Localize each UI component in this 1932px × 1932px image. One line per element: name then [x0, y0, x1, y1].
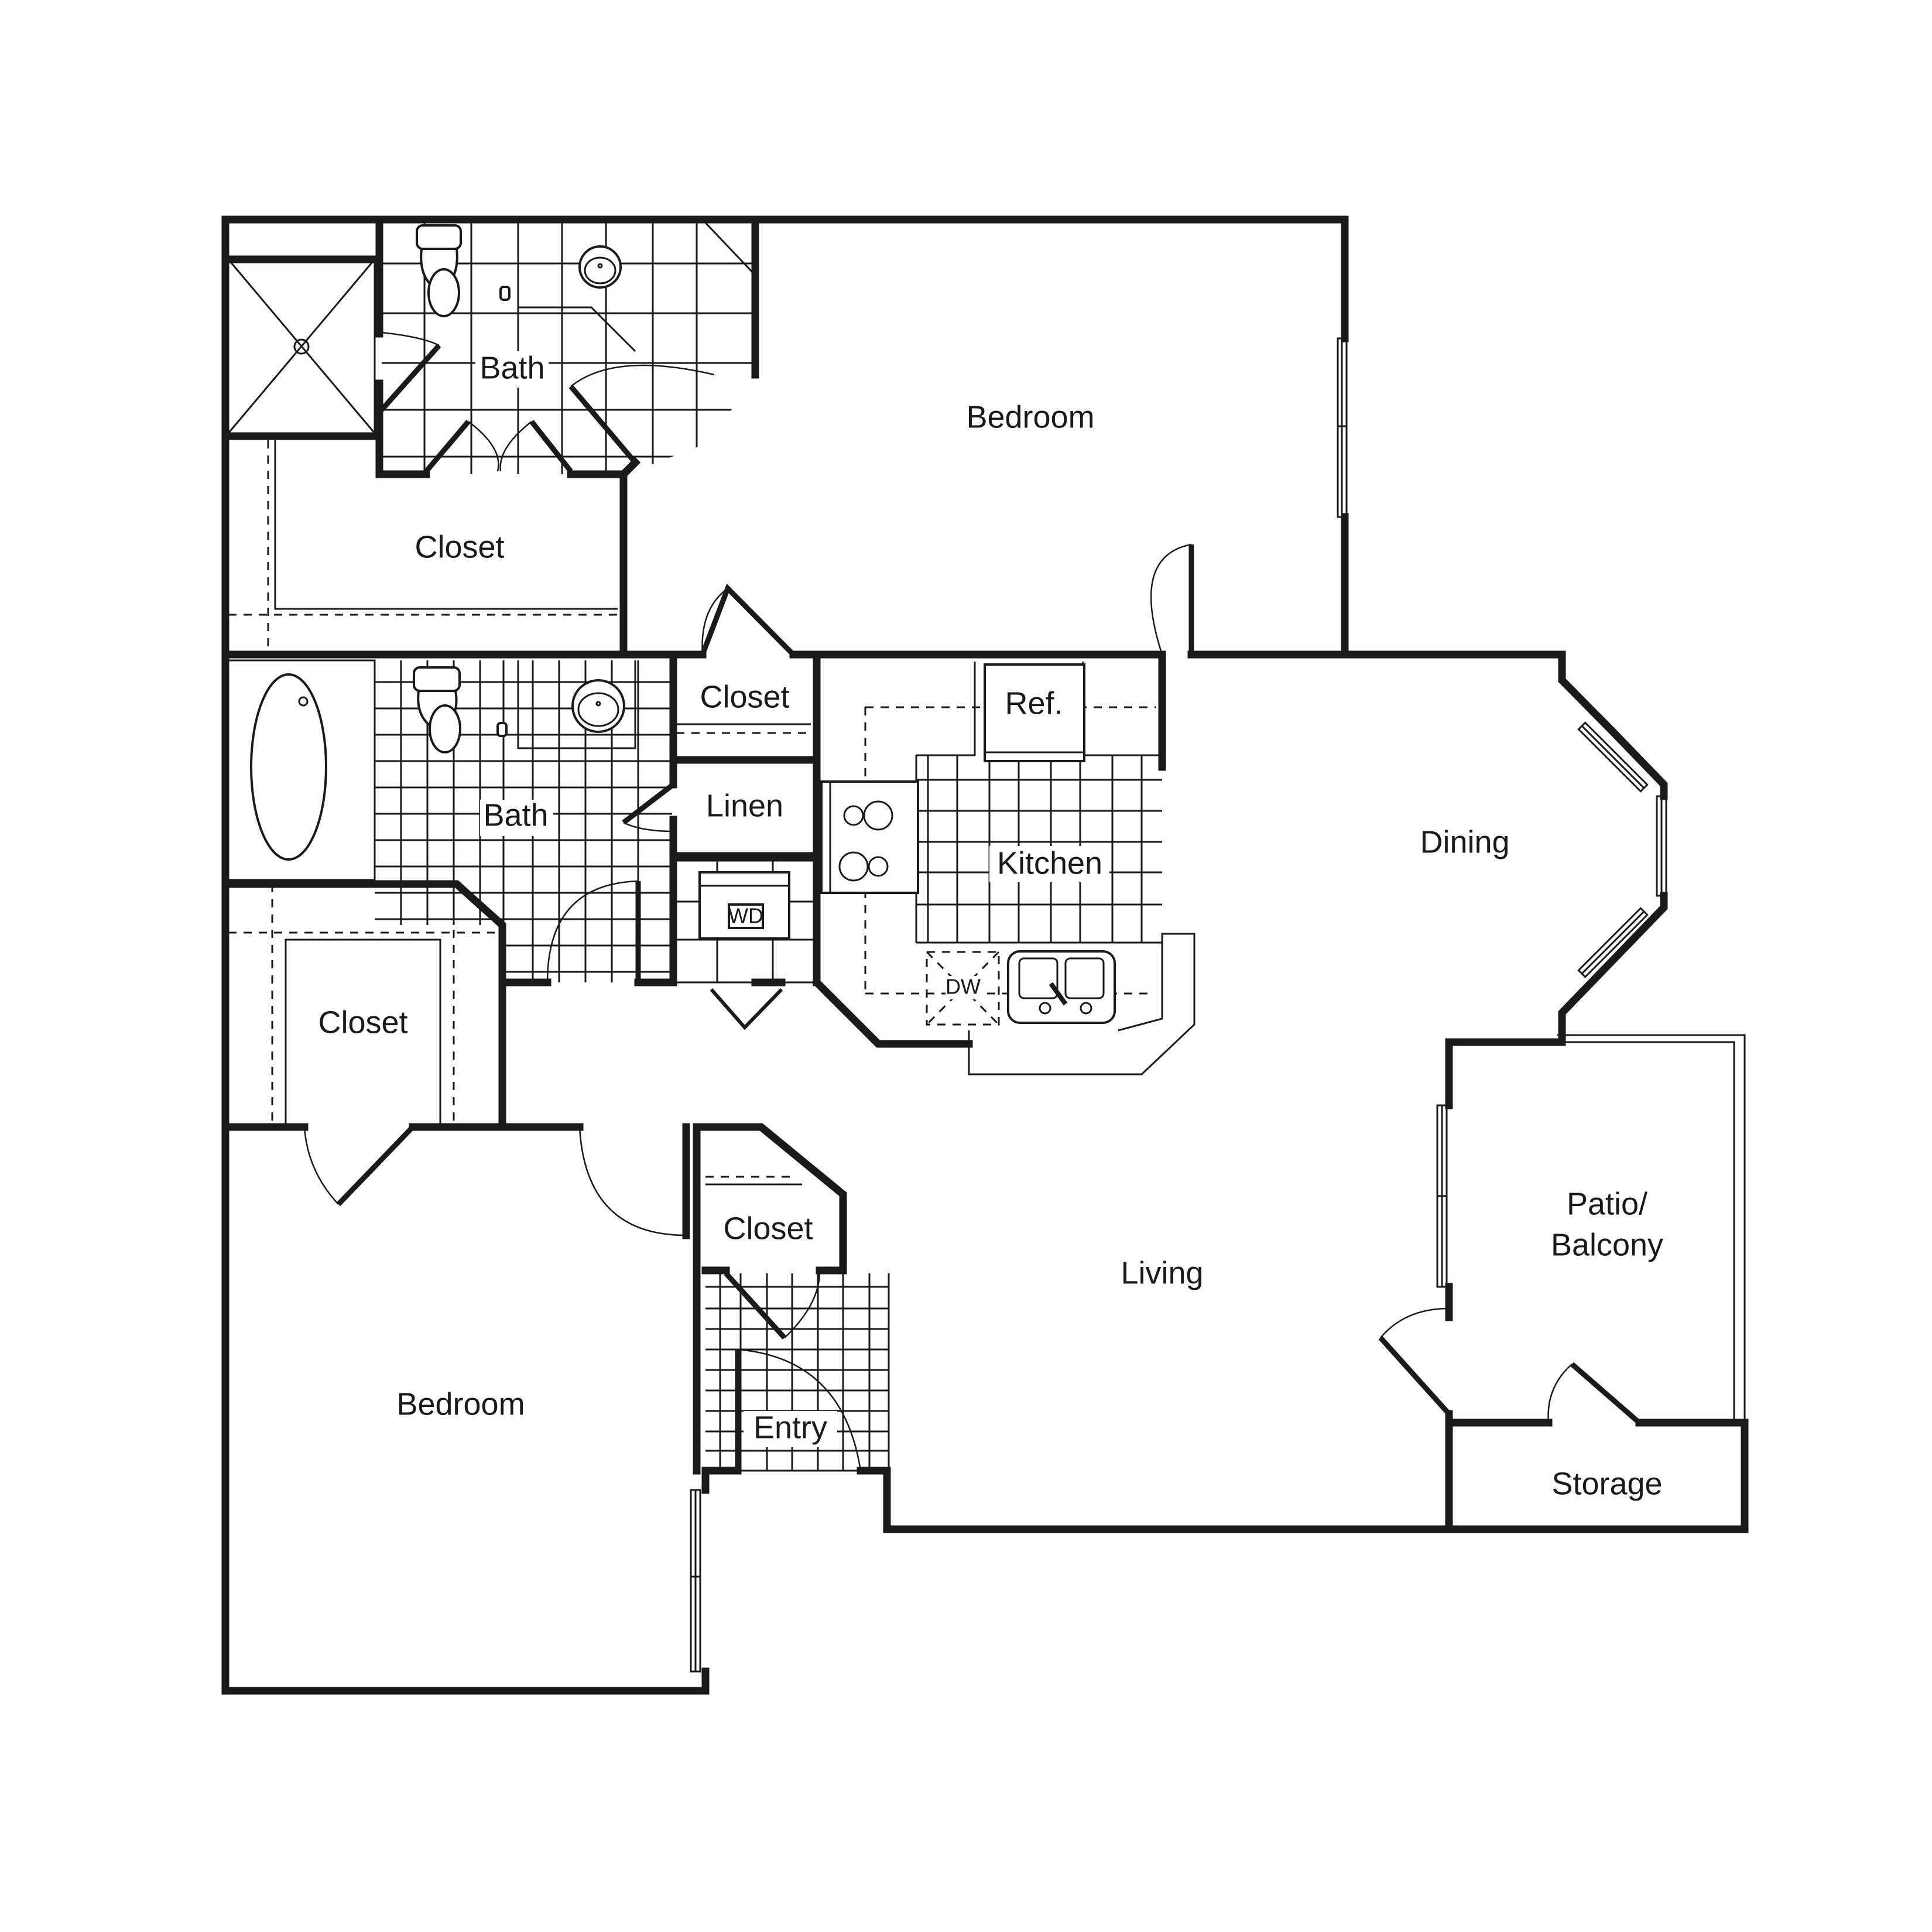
tile-floor-kitchen [915, 755, 1162, 944]
room-labels: Bath Bedroom Closet Closet Bath Linen Ki… [318, 350, 1663, 1501]
room-label-entry-closet: Closet [723, 1211, 813, 1246]
room-label-balcony: Balcony [1551, 1227, 1663, 1262]
room-label-linen: Linen [706, 788, 783, 823]
room-label-kitchen: Kitchen [997, 845, 1102, 881]
second-closet-shelves [228, 884, 495, 1124]
sink-icon [517, 215, 756, 352]
window-dining-lower [1577, 907, 1649, 978]
window-dining-middle [1656, 795, 1667, 897]
room-label-hall-closet: Closet [700, 679, 789, 714]
refrigerator-icon: Ref. [984, 663, 1085, 762]
stove-icon [820, 780, 919, 894]
room-label-living: Living [1121, 1255, 1203, 1290]
refrigerator-label: Ref. [1005, 686, 1063, 721]
doors [303, 331, 1641, 1471]
window-living [1436, 1104, 1448, 1288]
room-label-second-bedroom: Bedroom [396, 1386, 525, 1421]
kitchen-sink-icon [1007, 950, 1116, 1024]
room-label-second-closet: Closet [318, 1005, 407, 1040]
walls [221, 215, 1749, 1695]
room-label-master-closet: Closet [415, 529, 504, 564]
room-label-master-bedroom: Bedroom [966, 399, 1094, 434]
toilet-icon-2 [413, 666, 508, 753]
room-label-master-bath: Bath [479, 350, 544, 385]
room-label-entry: Entry [753, 1410, 827, 1445]
room-label-second-bath: Bath [483, 797, 548, 833]
closet-shelves [228, 440, 618, 653]
toilet-icon [416, 224, 511, 317]
shower-icon [227, 258, 376, 434]
window-dining-upper [1577, 721, 1649, 793]
room-label-storage: Storage [1551, 1466, 1662, 1501]
entry-closet-shelves [705, 1176, 802, 1186]
window-second-bedroom [690, 1489, 701, 1673]
bathtub-icon [227, 659, 376, 881]
hall-closet-shelves [676, 723, 811, 734]
room-label-dining: Dining [1420, 824, 1509, 859]
room-label-patio: Patio/ [1567, 1186, 1647, 1221]
dishwasher-label: DW [946, 975, 981, 999]
window-master-bedroom [1337, 337, 1348, 518]
washer-dryer-icon: WD [698, 871, 790, 940]
patio-railing [1557, 1034, 1746, 1423]
dishwasher-icon: DW [926, 951, 1000, 1026]
washer-dryer-label: WD [728, 904, 763, 928]
sink-icon-2 [517, 660, 636, 749]
